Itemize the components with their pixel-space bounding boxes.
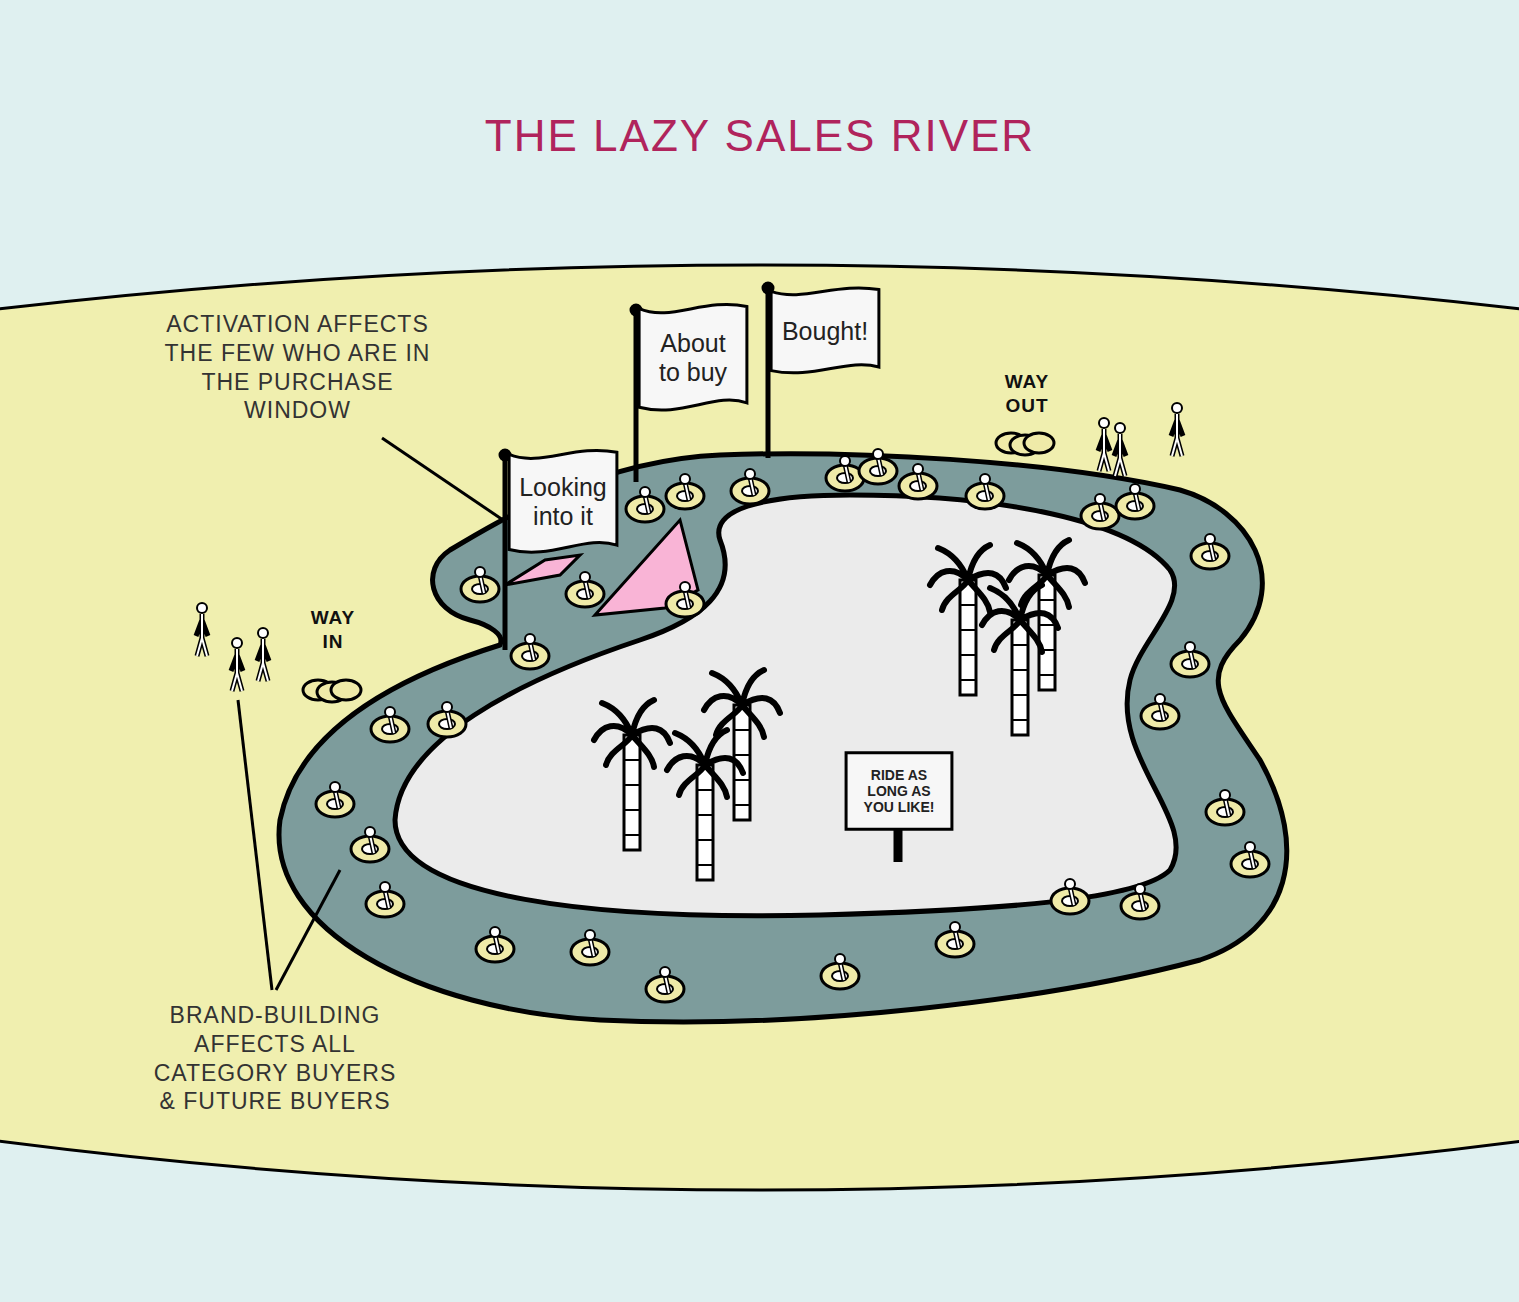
flag: Bought!: [770, 286, 880, 376]
diagram-title: THE LAZY SALES RIVER: [360, 108, 1160, 163]
flag-text: About to buy: [648, 329, 738, 387]
entrance-label: WAY IN: [298, 606, 368, 654]
swimmers: [316, 449, 1269, 1002]
flag-poles: [501, 284, 898, 862]
exit-label: WAY OUT: [990, 370, 1064, 418]
ring-stack: [303, 680, 361, 702]
island: [395, 495, 1176, 916]
purchase-window: [505, 555, 580, 585]
sign-board: RIDE AS LONG AS YOU LIKE!: [845, 752, 953, 830]
river: [279, 454, 1287, 1022]
sand-ground: [0, 265, 1519, 1190]
palm-trees: [594, 540, 1085, 880]
flag: Looking into it: [508, 448, 618, 556]
flag-text: Looking into it: [518, 473, 608, 531]
flag: About to buy: [638, 302, 748, 414]
flag-text: Bought!: [782, 317, 868, 346]
callout-text: BRAND-BUILDING AFFECTS ALL CATEGORY BUYE…: [145, 1001, 405, 1116]
ring-stack: [996, 433, 1054, 455]
sign-board-text: RIDE AS LONG AS YOU LIKE!: [855, 767, 943, 815]
leader-lines: [238, 438, 503, 990]
callout-text: ACTIVATION AFFECTS THE FEW WHO ARE IN TH…: [160, 310, 435, 425]
people: [196, 403, 1183, 691]
